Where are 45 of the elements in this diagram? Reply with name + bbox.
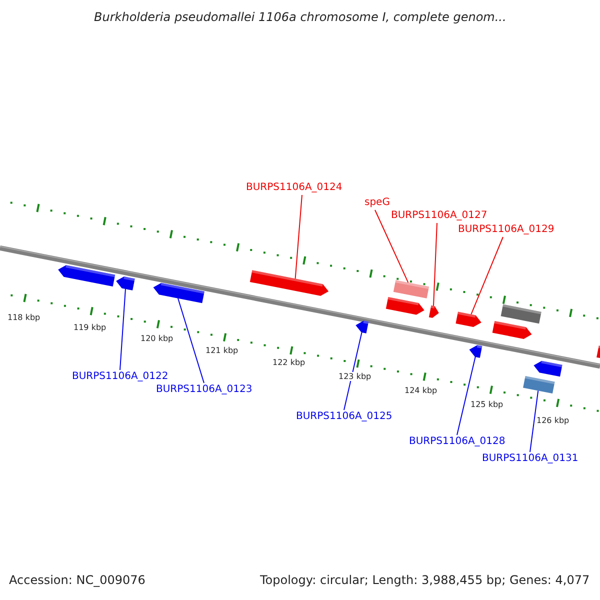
accession-text: Accession: NC_009076 (9, 574, 146, 588)
scale-label: 122 kbp (272, 358, 306, 367)
leader-line (470, 236, 504, 315)
scale-label: 125 kbp (470, 400, 504, 409)
gene-label: BURPS1106A_0125 (296, 411, 392, 422)
gene-feature (492, 320, 532, 339)
gene-block (523, 376, 555, 394)
leader-line (177, 298, 204, 384)
gene-feature (456, 312, 482, 327)
leader-line (530, 390, 539, 452)
scale-label: 119 kbp (74, 322, 106, 332)
gene-label: BURPS1106A_0127 (391, 210, 488, 222)
scale-label: 124 kbp (404, 386, 438, 395)
gene-label: BURPS1106A_0128 (409, 436, 506, 448)
gene-feature (58, 265, 116, 287)
scale-label: 123 kbp (338, 372, 372, 381)
gene-feature (469, 345, 482, 358)
gene-feature (356, 320, 369, 334)
scale-label: 118 kbp (8, 312, 40, 322)
leader-line (344, 332, 362, 410)
gene-feature (428, 305, 439, 318)
gene-label: BURPS1106A_0131 (482, 453, 578, 464)
scale-label: 126 kbp (536, 416, 570, 425)
genome-info-text: Topology: circular; Length: 3,988,455 bp; Genes: 4,077 (260, 574, 590, 588)
leader-line (120, 288, 126, 370)
gene-label: speG (364, 197, 390, 208)
leader-line (433, 222, 438, 306)
leader-line (374, 210, 409, 284)
title: Burkholderia pseudomallei 1106a chromosome I, complete genom... (94, 11, 506, 25)
gene-feature (534, 360, 562, 377)
scale-label: 120 kbp (140, 334, 174, 343)
leader-line (456, 356, 476, 436)
gene-feature (116, 276, 135, 290)
scale-label: 121 kbp (206, 346, 238, 355)
gene-feature (153, 282, 204, 304)
gene-feature (596, 346, 600, 360)
gene-label: BURPS1106A_0124 (246, 182, 342, 194)
leader-line (294, 194, 302, 280)
gene-label: BURPS1106A_0123 (156, 384, 252, 396)
gene-label: BURPS1106A_0122 (72, 371, 168, 382)
gene-label: BURPS1106A_0129 (458, 224, 554, 236)
gene-block (500, 304, 542, 324)
gene-feature (250, 270, 329, 296)
gene-block (393, 280, 430, 298)
gene-feature (386, 296, 424, 315)
